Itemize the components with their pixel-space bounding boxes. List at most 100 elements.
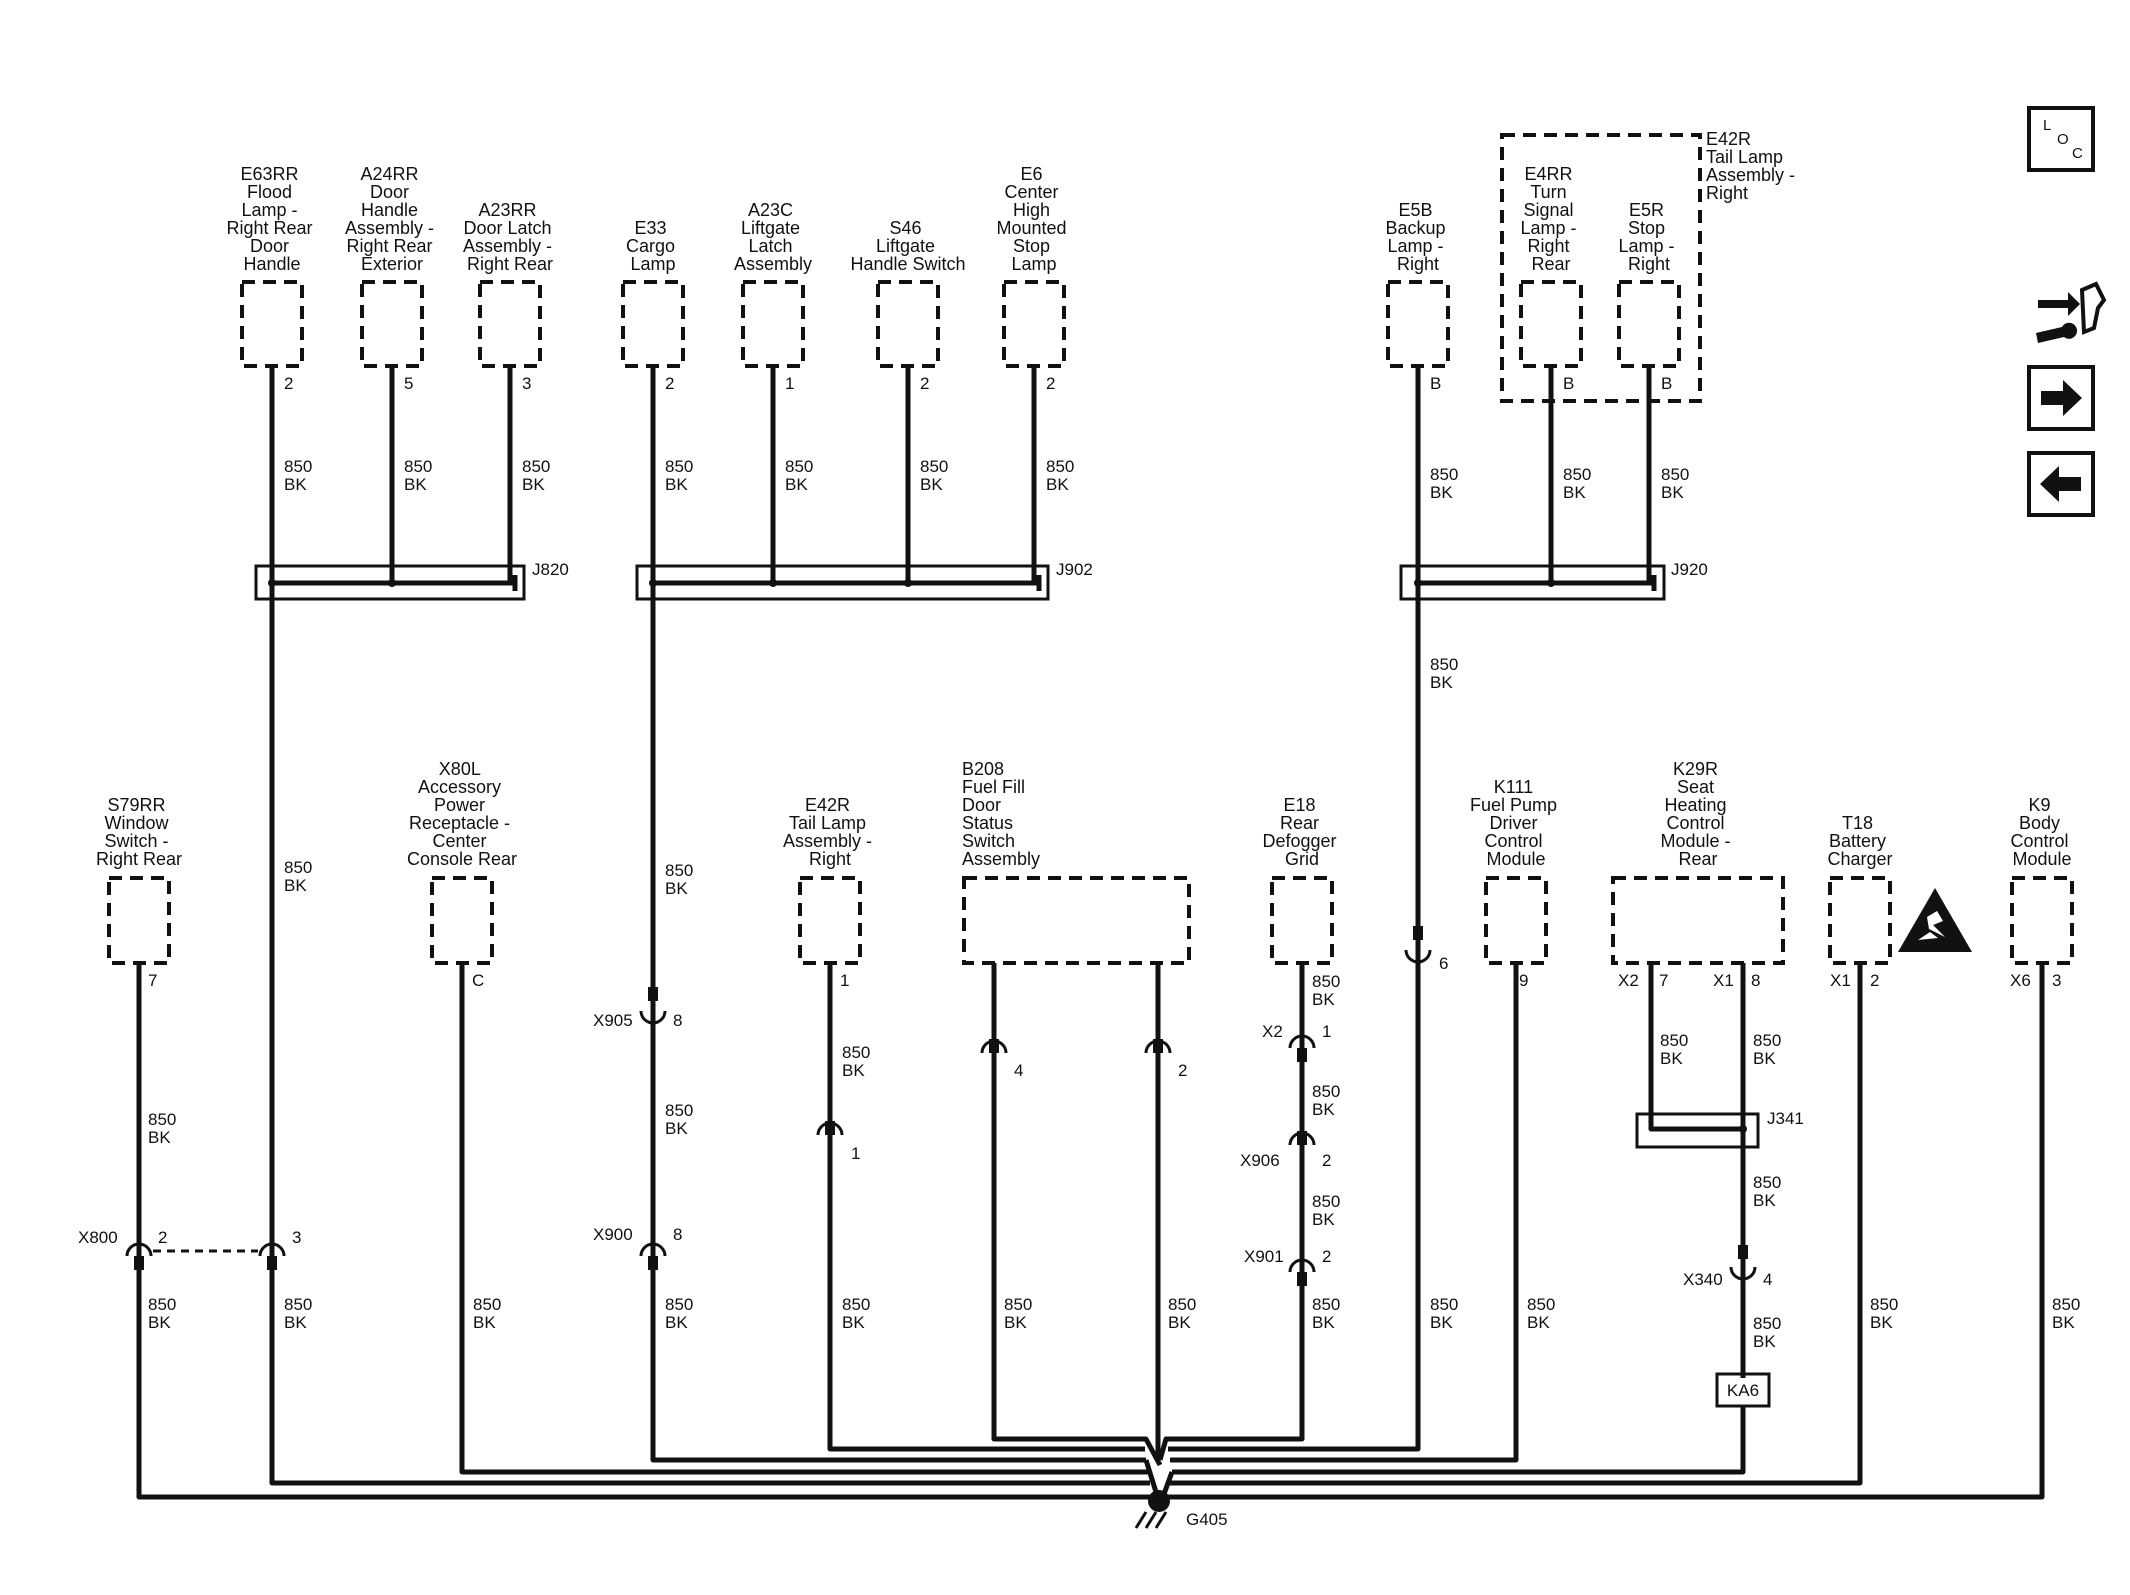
comp-k9-box <box>2010 876 2074 965</box>
wire-gauge: 850 <box>1430 465 1458 484</box>
forward-arrow-button[interactable] <box>2027 365 2095 431</box>
wire-gauge: 850 <box>1661 465 1689 484</box>
connector-x905-label: X905 <box>593 1011 633 1030</box>
loc-letter: L <box>2043 117 2051 134</box>
wire-color: BK <box>920 475 943 494</box>
pin-label: X1 <box>1830 971 1851 990</box>
wire-color: BK <box>1660 1049 1683 1068</box>
comp-e5r-box <box>1617 280 1681 368</box>
wire-gauge: 850 <box>284 1295 312 1314</box>
pin-label: 1 <box>851 1144 860 1163</box>
wire-color: BK <box>473 1313 496 1332</box>
comp-a24rr-label: A24RR Door Handle Assembly - Right Rear … <box>345 164 439 274</box>
wire-color: BK <box>1312 1313 1335 1332</box>
pin-label: 1 <box>785 374 794 393</box>
wire-color: BK <box>522 475 545 494</box>
connector-x900-label: X900 <box>593 1225 633 1244</box>
comp-e5r-label: E5R Stop Lamp - Right <box>1618 200 1679 274</box>
wire-gauge: 850 <box>665 457 693 476</box>
connector-x800-cup <box>125 1242 153 1257</box>
wire-gauge: 850 <box>1753 1314 1781 1333</box>
wire-color: BK <box>842 1061 865 1080</box>
wire-color: BK <box>1168 1313 1191 1332</box>
pin-label: 1 <box>840 971 849 990</box>
wire-color: BK <box>1563 483 1586 502</box>
wire-color: BK <box>1870 1313 1893 1332</box>
pin-label: 2 <box>1322 1247 1331 1266</box>
pin-label: 4 <box>1763 1270 1772 1289</box>
back-arrow-icon <box>2040 466 2081 502</box>
pin-label: 2 <box>920 374 929 393</box>
connector-x800-label: X800 <box>78 1228 118 1247</box>
pin-label: 2 <box>1046 374 1055 393</box>
wire-gauge: 850 <box>284 858 312 877</box>
comp-k29r-box <box>1611 876 1785 965</box>
comp-t18-box <box>1828 876 1892 965</box>
comp-e18-box <box>1270 876 1334 965</box>
wire-gauge: 850 <box>148 1295 176 1314</box>
pin-label: 2 <box>1178 1061 1187 1080</box>
pin-label: 2 <box>284 374 293 393</box>
wire-gauge: 850 <box>842 1295 870 1314</box>
back-arrow-button[interactable] <box>2027 451 2095 517</box>
pin-label: 8 <box>1751 971 1760 990</box>
wire-color: BK <box>1312 1210 1335 1229</box>
top-component-boxes <box>240 133 1702 403</box>
splice-j820-label: J820 <box>532 560 569 579</box>
comp-s79rr-label: S79RR Window Switch - Right Rear <box>96 795 182 869</box>
pin-label: 9 <box>1519 971 1528 990</box>
wire-gauge: 850 <box>785 457 813 476</box>
wire-gauge: 850 <box>1312 1295 1340 1314</box>
comp-k111-box <box>1484 876 1548 965</box>
comp-e5b-label: E5B Backup Lamp - Right <box>1385 200 1450 274</box>
inline-connectors <box>125 926 1757 1286</box>
bottom-pins: 7 C 1 9 X2 7 X1 8 X1 2 X6 3 <box>148 971 2061 990</box>
pin-label: 2 <box>665 374 674 393</box>
pin-label: B <box>1661 374 1672 393</box>
wrench-icon[interactable] <box>2036 281 2107 343</box>
wire-color: BK <box>1661 483 1684 502</box>
comp-a23c-box <box>741 280 805 368</box>
pin-label: 3 <box>522 374 531 393</box>
bottom-component-labels: S79RR Window Switch - Right Rear X80L Ac… <box>96 759 2072 869</box>
pin-label: 3 <box>292 1228 301 1247</box>
pin-label: 5 <box>404 374 413 393</box>
comp-e42r-box <box>798 876 862 965</box>
connector-x2-label: X2 <box>1262 1022 1283 1041</box>
pin-label: X6 <box>2010 971 2031 990</box>
wire-gauge: 850 <box>522 457 550 476</box>
comp-k29r-label: K29R Seat Heating Control Module - Rear <box>1660 759 1735 869</box>
comp-e63rr-label: E63RR Flood Lamp - Right Rear Door Handl… <box>226 164 317 274</box>
pin-label: 1 <box>1322 1022 1331 1041</box>
wire-gauge: 850 <box>1563 465 1591 484</box>
ground-g405: G405 <box>1134 1490 1228 1529</box>
wire-color: BK <box>1527 1313 1550 1332</box>
comp-e6-label: E6 Center High Mounted Stop Lamp <box>996 164 1071 274</box>
comp-e18-label: E18 Rear Defogger Grid <box>1262 795 1341 869</box>
wire-gauge: 850 <box>665 861 693 880</box>
loc-button[interactable]: L O C <box>2027 106 2095 172</box>
comp-e5b-box <box>1386 280 1450 368</box>
loc-letter: O <box>2057 131 2069 148</box>
comp-e4rr-label: E4RR Turn Signal Lamp - Right Rear <box>1520 164 1581 274</box>
splice-j820 <box>254 564 526 601</box>
wire-color: BK <box>404 475 427 494</box>
wire-gauge: 850 <box>665 1295 693 1314</box>
connector-e5b-cup <box>1404 949 1432 964</box>
wire-gauge: 850 <box>1753 1173 1781 1192</box>
splice-j902 <box>635 564 1050 601</box>
lower-wires <box>136 583 2045 1507</box>
wire-color: BK <box>284 475 307 494</box>
pin-label: X2 <box>1618 971 1639 990</box>
top-wires <box>269 366 1652 583</box>
wire-color: BK <box>1753 1191 1776 1210</box>
connector-x905-cup <box>639 1010 667 1025</box>
comp-a23rr-label: A23RR Door Latch Assembly - Right Rear <box>463 200 557 274</box>
top-component-labels: E63RR Flood Lamp - Right Rear Door Handl… <box>226 129 1795 274</box>
wire-color: BK <box>842 1313 865 1332</box>
top-pins: 2 5 3 2 1 2 2 B B B <box>284 374 1672 393</box>
splice-j920 <box>1399 564 1666 601</box>
wire-color: BK <box>284 1313 307 1332</box>
wire-color: BK <box>284 876 307 895</box>
